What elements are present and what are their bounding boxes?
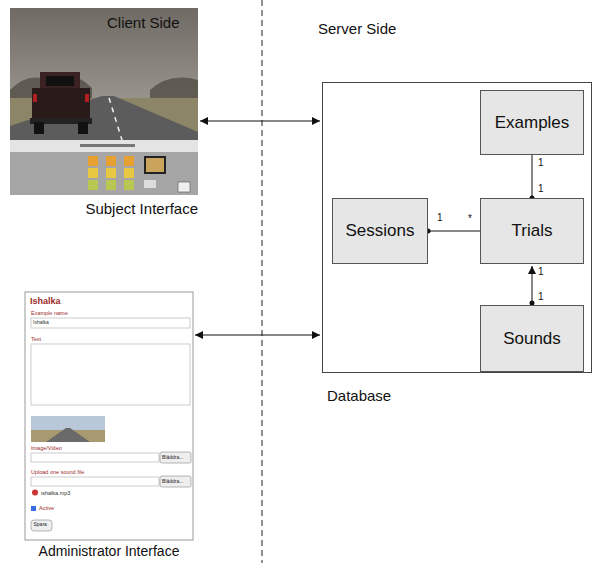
browse-button (160, 476, 191, 487)
control-panel (10, 152, 198, 195)
rating-cell (106, 168, 116, 178)
truck-body (32, 88, 90, 122)
caption: Database (327, 387, 391, 404)
multiplicity: 1 (538, 291, 544, 303)
connector (532, 266, 533, 303)
image-thumbnail (46, 428, 90, 442)
multiplicity: 1 (538, 266, 544, 278)
panel-button (144, 180, 156, 188)
box-label: Examples (495, 113, 570, 133)
thumbnail-icon (146, 158, 164, 172)
admin-screenshot (25, 292, 193, 540)
rating-cell (106, 156, 116, 166)
file-input (31, 477, 159, 486)
panel-button (178, 182, 190, 192)
text-area (31, 344, 190, 405)
play-icon (32, 490, 38, 496)
road-marking (109, 98, 122, 140)
connector (532, 155, 533, 198)
rating-cell (88, 180, 98, 190)
side-heading: Client Side (107, 14, 180, 31)
form-label: Image/Video (31, 445, 62, 451)
subject-screenshot (10, 8, 198, 195)
connector (428, 231, 480, 232)
connector (195, 335, 320, 336)
truck-light (85, 94, 89, 102)
thumbnail-icon (144, 156, 166, 174)
truck-wheel (78, 122, 88, 134)
checkbox (31, 506, 36, 511)
button-label: Bläddra... (162, 479, 183, 485)
table-box: Examples (480, 90, 584, 155)
box-label: Sessions (346, 221, 415, 241)
box-label: Trials (512, 221, 553, 241)
administrator-interface: Administrator Interface (25, 292, 193, 540)
form-label: Text (31, 336, 41, 342)
subject-interface: Subject Interface (10, 8, 198, 195)
caption: Administrator Interface (39, 543, 180, 559)
rating-cell (88, 168, 98, 178)
form-title: Ishalka (30, 296, 61, 306)
table-box: Sessions (332, 198, 428, 264)
truck-window (46, 76, 74, 86)
photo-sky (10, 8, 198, 140)
file-input (31, 453, 159, 462)
multiplicity: 1 (437, 212, 443, 224)
button-label: Spara (34, 522, 47, 528)
status-strip (10, 140, 198, 152)
truck-wheel (34, 122, 44, 134)
multiplicity: * (468, 213, 472, 225)
rating-cell (124, 180, 134, 190)
connector (200, 121, 320, 122)
side-heading: Server Side (318, 20, 396, 37)
multiplicity: 1 (538, 183, 544, 195)
form-label: Example name (31, 310, 68, 316)
caption: Subject Interface (85, 200, 198, 217)
button-label: Bläddra... (162, 455, 183, 461)
form-label: Upload one sound file (31, 469, 84, 475)
rating-cell (124, 168, 134, 178)
client-server-divider (262, 0, 263, 563)
file-name: ishalka.mp3 (41, 490, 70, 496)
table-box: Trials (480, 198, 584, 264)
form-value: Ishalka (33, 320, 49, 326)
database-container: DatabaseExamplesSessionsTrialsSounds (322, 82, 592, 373)
form-frame (25, 292, 193, 540)
rating-cell (88, 156, 98, 166)
truck-light (33, 94, 37, 102)
rating-cell (124, 156, 134, 166)
multiplicity: 1 (538, 157, 544, 169)
image-thumbnail (31, 416, 105, 442)
text-input (31, 318, 190, 328)
box-label: Sounds (503, 329, 561, 349)
form-label: Active (39, 505, 54, 511)
truck-cab (40, 72, 80, 90)
browse-button (160, 452, 191, 463)
table-box: Sounds (480, 305, 584, 372)
save-button (31, 520, 52, 531)
status-text-bar (80, 144, 135, 147)
rating-cell (106, 180, 116, 190)
